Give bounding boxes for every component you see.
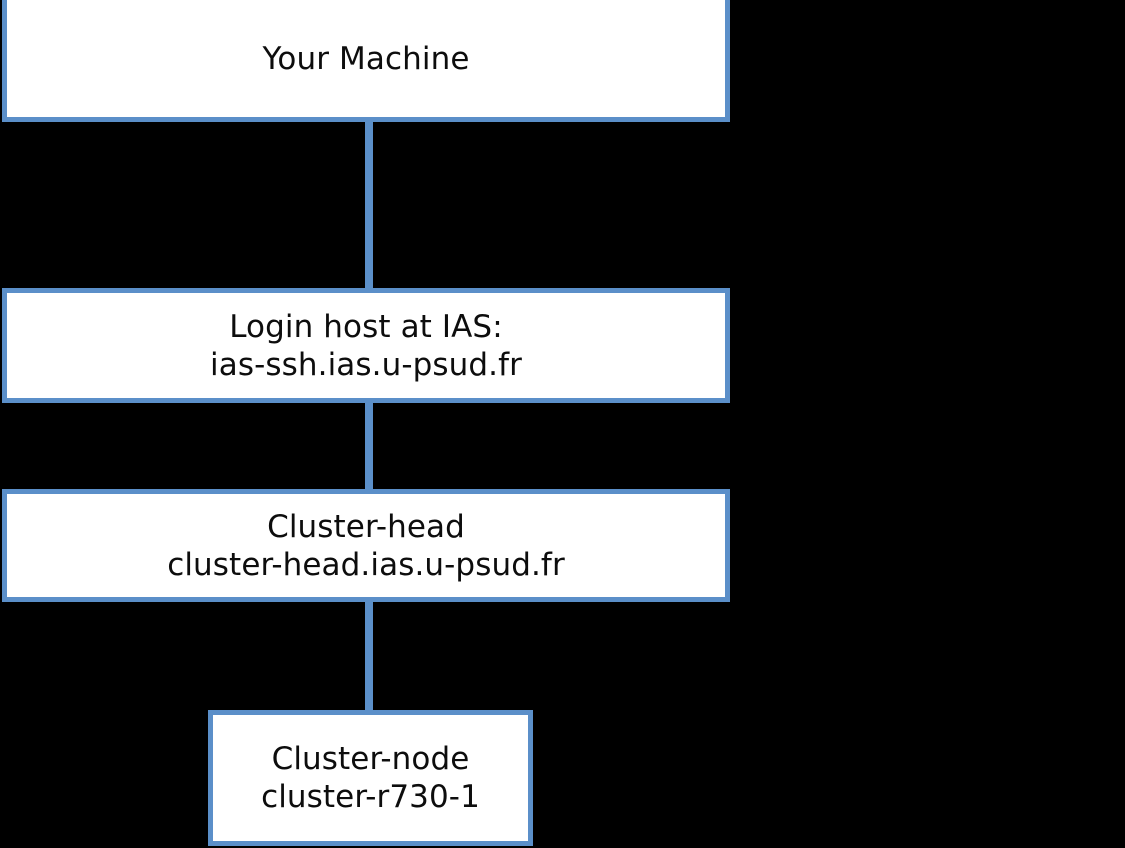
node-cluster-node: Cluster-node cluster-r730-1 [208,710,533,846]
node-cluster-head-line-2: cluster-head.ias.u-psud.fr [167,546,565,583]
node-your-machine: Your Machine [2,0,730,122]
node-your-machine-line-1: Your Machine [262,40,470,77]
node-cluster-head-line-1: Cluster-head [267,508,465,545]
node-cluster-node-line-2: cluster-r730-1 [261,779,480,815]
connector-your-machine-to-login-host [365,117,373,292]
connector-cluster-head-to-cluster-node [365,572,373,714]
node-login-host-line-2: ias-ssh.ias.u-psud.fr [210,346,522,383]
node-login-host-line-1: Login host at IAS: [229,308,503,345]
node-cluster-head: Cluster-head cluster-head.ias.u-psud.fr [2,489,730,602]
node-cluster-node-line-1: Cluster-node [271,741,470,777]
node-login-host: Login host at IAS: ias-ssh.ias.u-psud.fr [2,288,730,403]
connector-login-host-to-cluster-head [365,399,373,493]
